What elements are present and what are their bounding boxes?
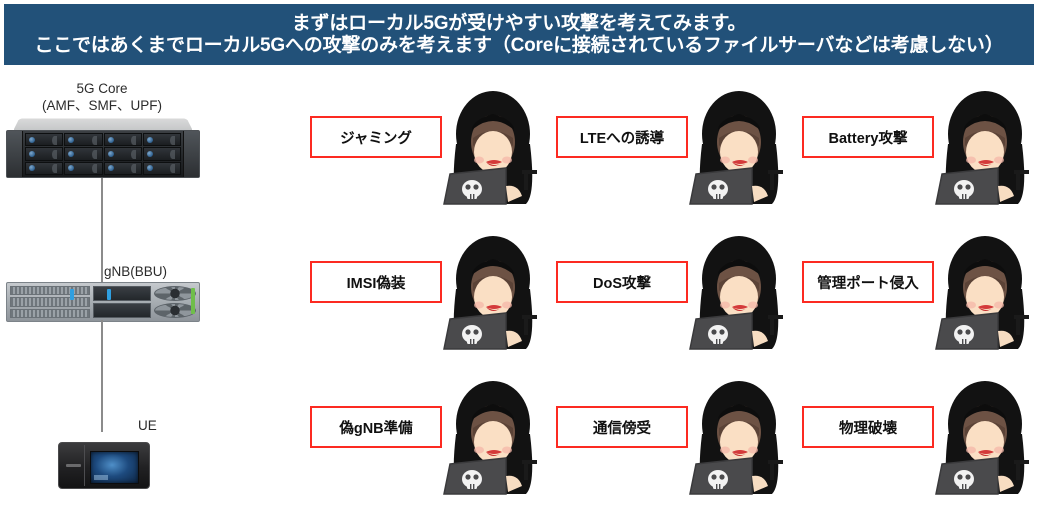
attack-cell: IMSI偽装 bbox=[300, 215, 546, 360]
gnb-pcie-slot-group bbox=[10, 286, 90, 318]
attack-label: DoS攻撃 bbox=[556, 261, 688, 303]
core-node-label: 5G Core (AMF、SMF、UPF) bbox=[0, 81, 204, 115]
drive-bay bbox=[103, 161, 142, 175]
rack-ear-left bbox=[7, 131, 23, 177]
drive-bay bbox=[142, 161, 181, 175]
attack-label: Battery攻撃 bbox=[802, 116, 934, 158]
drive-bay bbox=[25, 147, 64, 161]
attack-cell: DoS攻撃 bbox=[546, 215, 792, 360]
drive-bay-array bbox=[23, 131, 183, 177]
attack-label: 通信傍受 bbox=[556, 406, 688, 448]
attack-label: IMSI偽装 bbox=[310, 261, 442, 303]
gnb-server-icon bbox=[6, 282, 200, 322]
drive-bay bbox=[64, 161, 103, 175]
pcie-slot bbox=[10, 308, 90, 318]
attack-grid: ジャミング bbox=[300, 70, 1038, 505]
hacker-with-laptop-icon bbox=[928, 376, 1038, 500]
gnb-blue-accent bbox=[70, 289, 74, 300]
gnb-server-rear-panel bbox=[6, 282, 200, 322]
ue-brand-mark bbox=[66, 464, 81, 467]
attack-cell: Battery攻撃 bbox=[792, 70, 1038, 215]
gnb-module-group bbox=[92, 286, 151, 318]
io-module bbox=[92, 286, 151, 301]
header-banner: まずはローカル5Gが受けやすい攻撃を考えてみます。 ここではあくまでローカル5G… bbox=[4, 4, 1034, 65]
hacker-with-laptop-icon bbox=[436, 376, 550, 500]
link-core-to-gnb bbox=[101, 178, 103, 282]
attack-cell: LTEへの誘導 bbox=[546, 70, 792, 215]
gnb-fan-group bbox=[154, 286, 196, 318]
gnb-green-accent bbox=[191, 288, 195, 314]
attack-label: 偽gNB準備 bbox=[310, 406, 442, 448]
ue-device-icon bbox=[58, 442, 150, 489]
core-node-label-line-2: (AMF、SMF、UPF) bbox=[42, 97, 162, 113]
core-server-icon bbox=[6, 118, 200, 180]
core-server-front-panel bbox=[6, 130, 200, 178]
rack-ear-right bbox=[183, 131, 199, 177]
drive-bay bbox=[103, 133, 142, 147]
drive-bay bbox=[142, 133, 181, 147]
drive-bay bbox=[25, 161, 64, 175]
hacker-with-laptop-icon bbox=[928, 231, 1038, 355]
ue-screen bbox=[90, 451, 139, 484]
network-diagram: 5G Core (AMF、SMF、UPF) gNB(BB bbox=[0, 70, 300, 505]
drive-bay bbox=[142, 147, 181, 161]
gnb-node-label: gNB(BBU) bbox=[104, 264, 168, 279]
hacker-with-laptop-icon bbox=[436, 86, 550, 210]
pcie-slot bbox=[10, 297, 90, 307]
attack-cell: 通信傍受 bbox=[546, 360, 792, 505]
hacker-with-laptop-icon bbox=[682, 231, 796, 355]
header-title-line-2: ここではあくまでローカル5Gへの攻撃のみを考えます（Coreに接続されているファ… bbox=[34, 34, 1004, 56]
attack-cell: 物理破壊 bbox=[792, 360, 1038, 505]
attack-label: 物理破壊 bbox=[802, 406, 934, 448]
core-node-label-line-1: 5G Core bbox=[76, 81, 128, 96]
cooling-fan-icon bbox=[154, 286, 196, 301]
hacker-with-laptop-icon bbox=[682, 376, 796, 500]
drive-bay bbox=[64, 133, 103, 147]
hacker-with-laptop-icon bbox=[682, 86, 796, 210]
attack-label: ジャミング bbox=[310, 116, 442, 158]
gnb-blue-accent bbox=[107, 289, 111, 300]
hacker-with-laptop-icon bbox=[436, 231, 550, 355]
io-module bbox=[92, 303, 151, 318]
hacker-with-laptop-icon bbox=[928, 86, 1038, 210]
link-gnb-to-ue bbox=[101, 320, 103, 432]
drive-bay bbox=[103, 147, 142, 161]
drive-bay bbox=[25, 133, 64, 147]
attack-cell: 管理ポート侵入 bbox=[792, 215, 1038, 360]
attack-label: LTEへの誘導 bbox=[556, 116, 688, 158]
drive-bay bbox=[64, 147, 103, 161]
cooling-fan-icon bbox=[154, 303, 196, 318]
ue-node-label: UE bbox=[138, 418, 157, 433]
header-title-line-1: まずはローカル5Gが受けやすい攻撃を考えてみます。 bbox=[291, 12, 747, 34]
attack-cell: ジャミング bbox=[300, 70, 546, 215]
attack-cell: 偽gNB準備 bbox=[300, 360, 546, 505]
pcie-slot bbox=[10, 286, 90, 296]
ue-seam bbox=[84, 445, 85, 486]
attack-label: 管理ポート侵入 bbox=[802, 261, 934, 303]
